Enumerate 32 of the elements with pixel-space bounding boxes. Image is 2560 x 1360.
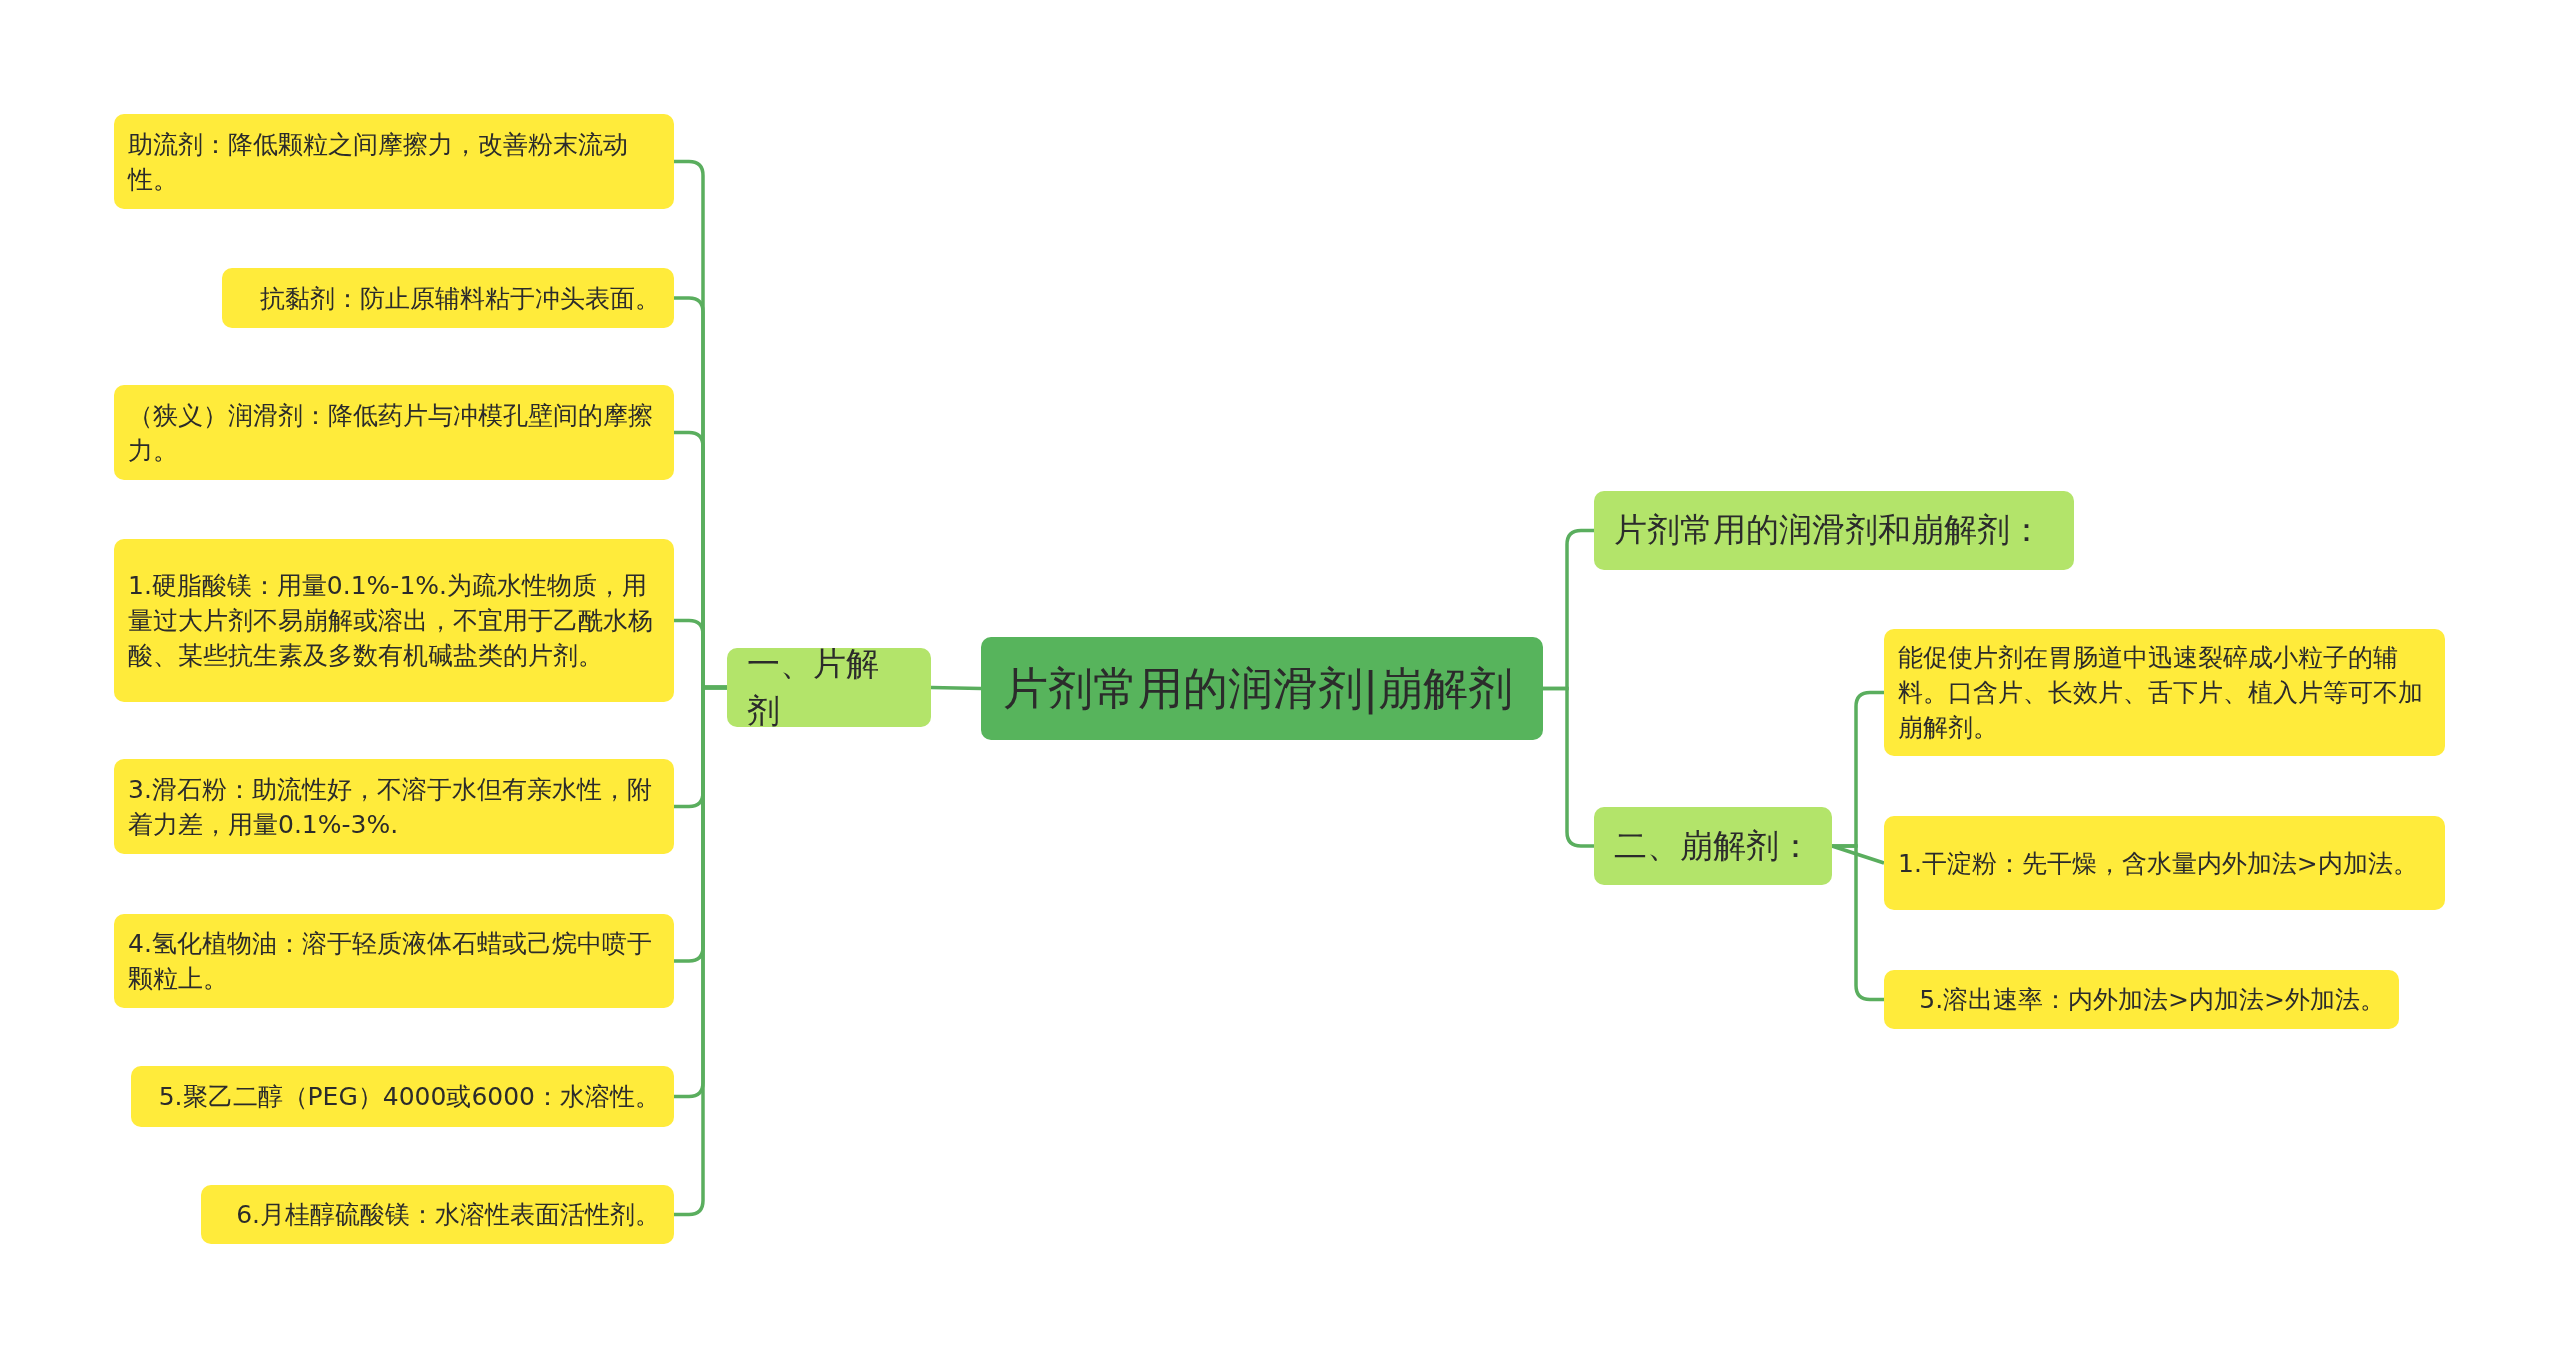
leaf-topic-box [222, 268, 674, 328]
branch-topic-box [1594, 491, 2074, 570]
topic-text: 二、崩解剂： [1614, 824, 1812, 867]
topic-text: 1.硬脂酸镁：用量0.1%-1%.为疏水性物质，用量过大片剂不易崩解或溶出，不宜用于乙酰水杨酸、某些抗生素及多数有机碱盐类的片剂。 [128, 570, 654, 672]
topic-text: 能促使片剂在胃肠道中迅速裂碎成小粒子的辅料。口含片、长效片、舌下片、植入片等可不加崩解剂。 [1898, 642, 2424, 744]
branch-topic-box [1594, 807, 1832, 885]
root-topic-box [981, 637, 1543, 740]
leaf-topic-box [114, 385, 674, 480]
topic-text: 3.滑石粉：助流性好，不溶于水但有亲水性，附着力差，用量0.1%-3%. [128, 773, 653, 841]
topic-text: 助流剂：降低颗粒之间摩擦力，改善粉末流动性。 [128, 128, 629, 196]
leaf-topic-box [114, 759, 674, 854]
topic-text: 5.溶出速率：内外加法>内加法>外加法。 [1919, 984, 2385, 1016]
leaf-topic-box [114, 114, 674, 209]
topic-text: 片剂常用的润滑剂和崩解剂： [1614, 509, 2043, 552]
topic-text: 4.氢化植物油：溶于轻质液体石蜡或己烷中喷于颗粒上。 [128, 928, 653, 995]
topic-text: 一、片解剂 [747, 643, 880, 732]
branch-topic-box [727, 648, 931, 727]
topic-text: 1.干淀粉：先干燥，含水量内外加法>内加法。 [1898, 847, 2418, 880]
leaf-topic-box [1884, 629, 2445, 756]
leaf-topic-box [1884, 970, 2399, 1029]
topic-text: 6.月桂醇硫酸镁：水溶性表面活性剂。 [236, 1199, 660, 1231]
topic-text: 5.聚乙二醇（PEG）4000或6000：水溶性。 [158, 1081, 660, 1113]
connector-line [1543, 686, 1594, 848]
topic-text: （狭义）润滑剂：降低药片与冲模孔壁间的摩擦力。 [128, 399, 654, 467]
connector-line [930, 685, 982, 691]
leaf-topic-box [1884, 816, 2445, 910]
leaf-topic-box [114, 539, 674, 702]
leaf-topic-box [114, 914, 674, 1008]
leaf-topic-box [131, 1066, 674, 1127]
leaf-topic-box [201, 1185, 674, 1244]
topic-text: 抗黏剂：防止原辅料粘于冲头表面。 [260, 282, 660, 315]
topic-text: 片剂常用的润滑剂|崩解剂 [1003, 661, 1514, 717]
